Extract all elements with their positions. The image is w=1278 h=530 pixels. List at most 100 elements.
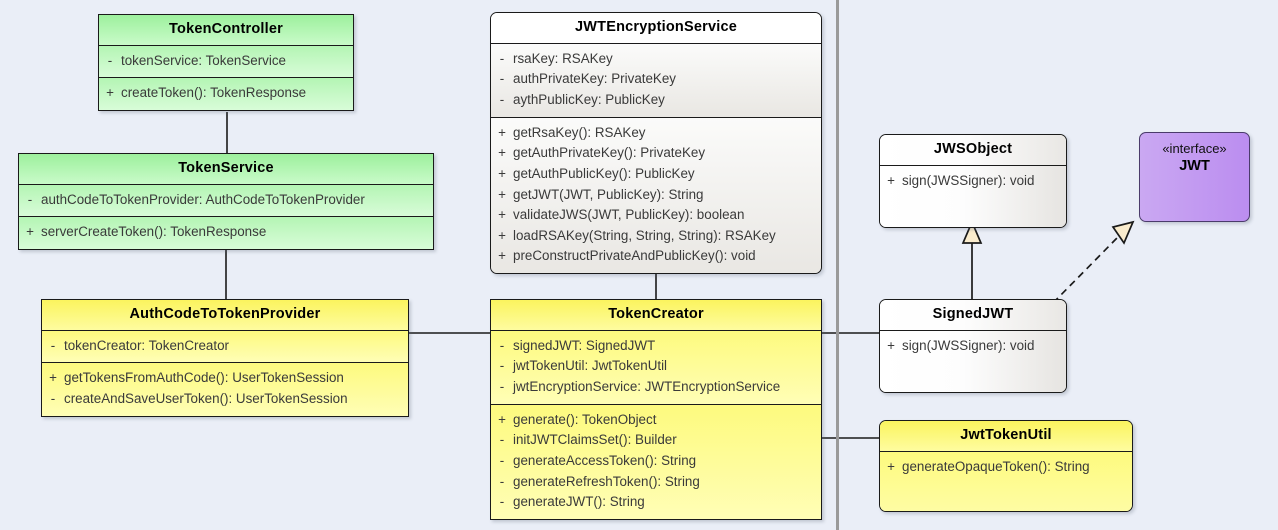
operation-row: - generateJWT(): String	[491, 492, 821, 513]
member-signature: getJWT(JWT, PublicKey): String	[513, 186, 704, 202]
member-signature: serverCreateToken(): TokenResponse	[41, 224, 267, 240]
interface-name: JWT	[1179, 158, 1210, 175]
class-title-jws-object: JWSObject	[880, 135, 1066, 165]
visibility-marker: +	[887, 458, 895, 474]
operation-row: + getAuthPrivateKey(): PrivateKey	[491, 143, 821, 164]
member-signature: preConstructPrivateAndPublicKey(): void	[513, 248, 756, 264]
member-signature: sign(JWSSigner): void	[902, 337, 1035, 353]
visibility-marker: -	[499, 50, 505, 66]
operations-compartment: + getTokensFromAuthCode(): UserTokenSess…	[42, 362, 408, 416]
operation-row: + validateJWS(JWT, PublicKey): boolean	[491, 205, 821, 226]
attribute-row: - aythPublicKey: PublicKey	[491, 90, 821, 111]
member-signature: createToken(): TokenResponse	[121, 85, 307, 101]
operation-row: + getTokensFromAuthCode(): UserTokenSess…	[42, 368, 408, 389]
visibility-marker: +	[498, 248, 506, 264]
visibility-marker: -	[499, 91, 505, 107]
visibility-marker: +	[498, 411, 506, 427]
member-signature: jwtTokenUtil: JwtTokenUtil	[513, 358, 668, 374]
visibility-marker: -	[499, 337, 505, 353]
operation-row: + getRsaKey(): RSAKey	[491, 123, 821, 144]
class-title-token-controller: TokenController	[99, 15, 353, 45]
operations-compartment: + sign(JWSSigner): void	[880, 164, 1066, 227]
visibility-marker: -	[499, 494, 505, 510]
member-signature: getAuthPublicKey(): PublicKey	[513, 165, 695, 181]
operations-compartment: + createToken(): TokenResponse	[99, 77, 353, 110]
visibility-marker: -	[499, 432, 505, 448]
class-title-jwt-token-util: JwtTokenUtil	[880, 421, 1132, 451]
visibility-marker: +	[498, 227, 506, 243]
visibility-marker: +	[106, 85, 114, 101]
member-signature: aythPublicKey: PublicKey	[513, 91, 665, 107]
member-signature: tokenService: TokenService	[121, 52, 286, 68]
operation-row: + createToken(): TokenResponse	[99, 83, 353, 104]
class-box-auth-code-to-token-provider[interactable]: AuthCodeToTokenProvider - tokenCreator: …	[41, 299, 409, 417]
class-title-signed-jwt: SignedJWT	[880, 300, 1066, 330]
class-box-token-creator[interactable]: TokenCreator - signedJWT: SignedJWT - jw…	[490, 299, 822, 520]
visibility-marker: +	[49, 370, 57, 386]
attribute-row: - authPrivateKey: PrivateKey	[491, 69, 821, 90]
operation-row: - generateAccessToken(): String	[491, 451, 821, 472]
visibility-marker: -	[499, 473, 505, 489]
member-signature: authCodeToTokenProvider: AuthCodeToToken…	[41, 191, 365, 207]
visibility-marker: -	[107, 52, 113, 68]
class-title-token-service: TokenService	[19, 154, 433, 184]
interface-stereotype: «interface»	[1162, 141, 1227, 156]
operations-compartment: + generateOpaqueToken(): String	[880, 450, 1132, 511]
member-signature: generateAccessToken(): String	[513, 452, 697, 468]
operation-row: + sign(JWSSigner): void	[880, 171, 1066, 192]
attribute-row: - rsaKey: RSAKey	[491, 49, 821, 70]
member-signature: initJWTClaimsSet(): Builder	[513, 432, 677, 448]
operation-row: + getAuthPublicKey(): PublicKey	[491, 164, 821, 185]
member-signature: loadRSAKey(String, String, String): RSAK…	[513, 227, 776, 243]
class-box-jwt-encryption-service[interactable]: JWTEncryptionService - rsaKey: RSAKey - …	[490, 12, 822, 275]
operations-compartment: + sign(JWSSigner): void	[880, 329, 1066, 392]
edge-signedjwt-jwt-shaft	[1052, 237, 1118, 304]
operation-row: + loadRSAKey(String, String, String): RS…	[491, 226, 821, 247]
member-signature: generateOpaqueToken(): String	[902, 458, 1090, 474]
class-box-token-service[interactable]: TokenService - authCodeToTokenProvider: …	[18, 153, 434, 250]
visibility-marker: -	[499, 452, 505, 468]
member-signature: getRsaKey(): RSAKey	[513, 124, 646, 140]
member-signature: tokenCreator: TokenCreator	[64, 337, 229, 353]
visibility-marker: -	[27, 191, 33, 207]
member-signature: generate(): TokenObject	[513, 411, 657, 427]
operation-row: - generateRefreshToken(): String	[491, 472, 821, 493]
member-signature: createAndSaveUserToken(): UserTokenSessi…	[64, 390, 348, 406]
operation-row: - initJWTClaimsSet(): Builder	[491, 430, 821, 451]
visibility-marker: -	[499, 358, 505, 374]
visibility-marker: +	[498, 165, 506, 181]
class-box-token-controller[interactable]: TokenController - tokenService: TokenSer…	[98, 14, 354, 111]
attributes-compartment: - signedJWT: SignedJWT - jwtTokenUtil: J…	[491, 329, 821, 404]
attributes-compartment: - tokenCreator: TokenCreator	[42, 329, 408, 363]
visibility-marker: +	[498, 145, 506, 161]
class-title-token-creator: TokenCreator	[491, 300, 821, 330]
operation-row: + getJWT(JWT, PublicKey): String	[491, 185, 821, 206]
visibility-marker: +	[887, 337, 895, 353]
attribute-row: - signedJWT: SignedJWT	[491, 336, 821, 357]
member-signature: getAuthPrivateKey(): PrivateKey	[513, 145, 706, 161]
visibility-marker: +	[26, 224, 34, 240]
class-box-jws-object[interactable]: JWSObject + sign(JWSSigner): void	[879, 134, 1067, 228]
member-signature: authPrivateKey: PrivateKey	[513, 71, 677, 87]
class-box-jwt-token-util[interactable]: JwtTokenUtil + generateOpaqueToken(): St…	[879, 420, 1133, 512]
operation-row: + preConstructPrivateAndPublicKey(): voi…	[491, 246, 821, 267]
class-box-signed-jwt[interactable]: SignedJWT + sign(JWSSigner): void	[879, 299, 1067, 393]
operations-compartment: + generate(): TokenObject - initJWTClaim…	[491, 403, 821, 519]
realization-arrowhead	[1111, 220, 1135, 245]
class-title-auth-code-to-token-provider: AuthCodeToTokenProvider	[42, 300, 408, 330]
page-divider	[836, 0, 839, 530]
interface-box-jwt[interactable]: «interface» JWT	[1139, 132, 1250, 222]
attribute-row: - tokenCreator: TokenCreator	[42, 336, 408, 357]
visibility-marker: -	[50, 337, 56, 353]
attribute-row: - jwtTokenUtil: JwtTokenUtil	[491, 356, 821, 377]
operation-row: + sign(JWSSigner): void	[880, 336, 1066, 357]
operation-row: + generate(): TokenObject	[491, 410, 821, 431]
visibility-marker: -	[50, 390, 56, 406]
member-signature: generateRefreshToken(): String	[513, 473, 700, 489]
member-signature: jwtEncryptionService: JWTEncryptionServi…	[513, 378, 781, 394]
member-signature: getTokensFromAuthCode(): UserTokenSessio…	[64, 370, 344, 386]
attributes-compartment: - rsaKey: RSAKey - authPrivateKey: Priva…	[491, 42, 821, 117]
attribute-row: - authCodeToTokenProvider: AuthCodeToTok…	[19, 190, 433, 211]
operation-row: + generateOpaqueToken(): String	[880, 457, 1132, 478]
